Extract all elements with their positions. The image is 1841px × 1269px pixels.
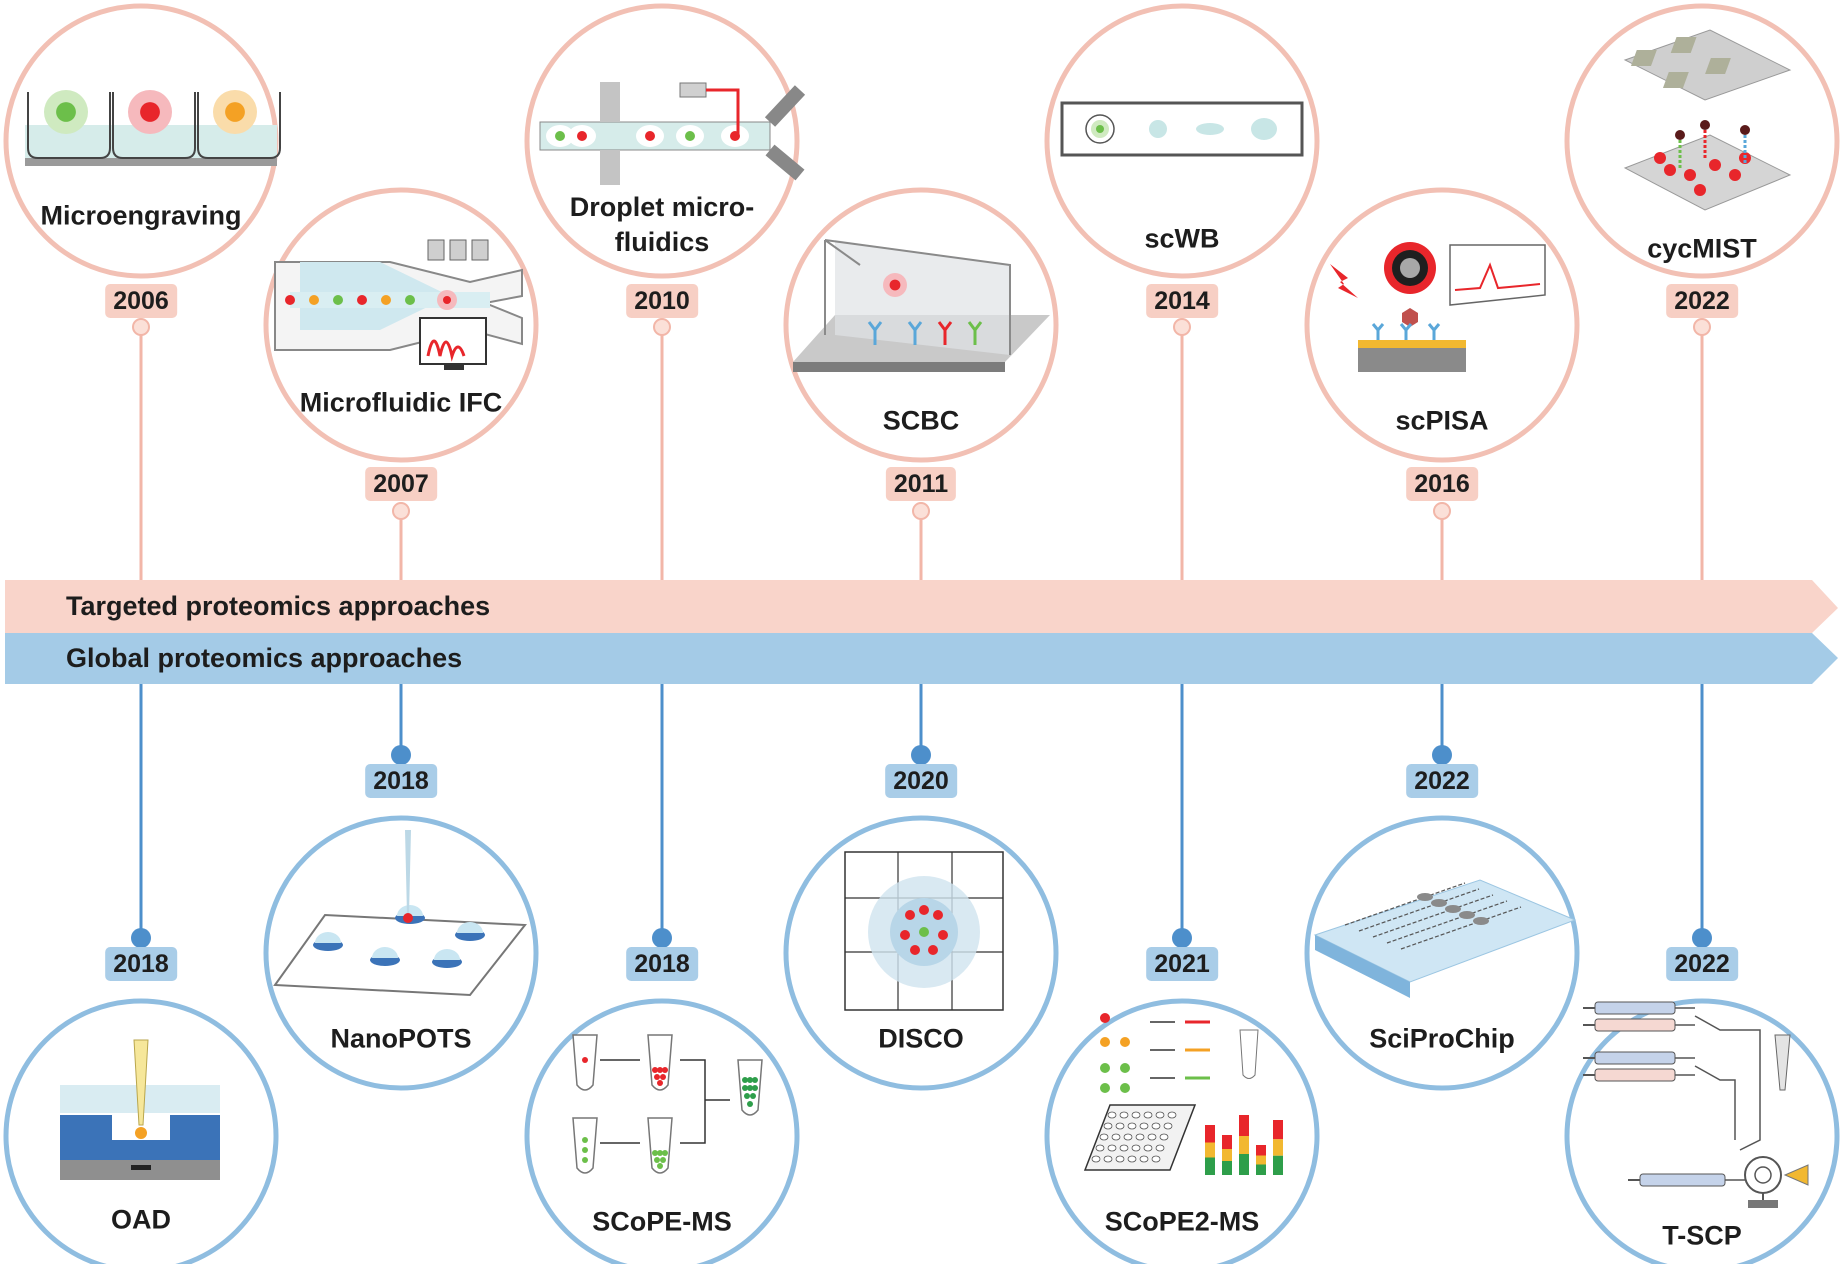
syringe-pump-icon bbox=[1583, 1001, 1809, 1208]
year-badge-scbc: 2011 bbox=[885, 467, 957, 501]
year-badge-microengraving: 2006 bbox=[105, 284, 177, 318]
targeted-connector-dot bbox=[392, 502, 410, 520]
targeted-connector-dot bbox=[912, 502, 930, 520]
method-label-sciprochip: SciProChip bbox=[1369, 1023, 1515, 1054]
year-badge-scope2-ms: 2021 bbox=[1146, 947, 1218, 981]
method-label-scpisa: scPISA bbox=[1395, 405, 1489, 436]
method-label-microengraving: Microengraving bbox=[40, 200, 242, 231]
year-badge-microfluidic-ifc: 2007 bbox=[365, 467, 437, 501]
year-badge-sciprochip: 2022 bbox=[1406, 764, 1478, 798]
global-connector-dot bbox=[911, 745, 931, 765]
cell-core bbox=[889, 279, 901, 291]
global-connector-dot bbox=[391, 745, 411, 765]
global-connector-dot bbox=[652, 928, 672, 948]
cell-core bbox=[225, 102, 245, 122]
year-badge-t-scp: 2022 bbox=[1666, 947, 1738, 981]
year-badge-scwb: 2014 bbox=[1146, 284, 1218, 318]
year-badge-scpisa: 2016 bbox=[1406, 467, 1478, 501]
year-badge-oad: 2018 bbox=[105, 947, 177, 981]
year-badge-disco: 2020 bbox=[885, 764, 957, 798]
year-badge-cycmist: 2022 bbox=[1666, 284, 1738, 318]
global-connector-dot bbox=[1432, 745, 1452, 765]
global-band-label: Global proteomics approaches bbox=[66, 643, 463, 673]
year-badge-droplet-microfluidics: 2010 bbox=[626, 284, 698, 318]
microfluidic-chip-icon bbox=[1313, 879, 1577, 998]
targeted-connector-dot bbox=[1433, 502, 1451, 520]
method-label-droplet-microfluidics: Droplet micro- fluidics bbox=[569, 191, 755, 257]
global-connector-dot bbox=[1172, 928, 1192, 948]
method-label-scbc: SCBC bbox=[882, 405, 960, 436]
method-label-t-scp: T-SCP bbox=[1662, 1220, 1742, 1251]
global-connector-dot bbox=[1692, 928, 1712, 948]
method-label-cycmist: cycMIST bbox=[1647, 233, 1757, 264]
method-label-scope-ms: SCoPE-MS bbox=[592, 1206, 732, 1237]
targeted-connector-dot bbox=[1693, 318, 1711, 336]
oil-air-droplet-icon bbox=[60, 1039, 220, 1180]
method-label-nanopots: NanoPOTS bbox=[330, 1023, 472, 1054]
plasmonic-sensor-icon bbox=[1330, 242, 1546, 372]
year-badge-scope-ms: 2018 bbox=[626, 947, 698, 981]
method-label-scwb: scWB bbox=[1144, 223, 1220, 254]
cell-core bbox=[56, 102, 76, 122]
targeted-connector-dot bbox=[1173, 318, 1191, 336]
microwell-icon bbox=[25, 90, 281, 166]
targeted-connector-dot bbox=[132, 318, 150, 336]
flow-cytometry-chip-icon bbox=[274, 239, 523, 370]
targeted-connector-dot bbox=[653, 318, 671, 336]
barcode-chamber-icon bbox=[793, 239, 1050, 372]
global-connector-dot bbox=[131, 928, 151, 948]
western-blot-gel-icon bbox=[1060, 101, 1304, 157]
droplet-channel-icon bbox=[539, 82, 806, 185]
cell-core bbox=[140, 102, 160, 122]
digital-isolation-grid-icon bbox=[844, 851, 1004, 1011]
cyclic-array-icon bbox=[1623, 29, 1792, 211]
method-label-microfluidic-ifc: Microfluidic IFC bbox=[299, 387, 503, 418]
global-band-arrow bbox=[5, 633, 1838, 684]
pooled-tubes-icon bbox=[572, 1034, 763, 1174]
year-badge-nanopots: 2018 bbox=[365, 764, 437, 798]
multiplex-plate-icon bbox=[1083, 1013, 1283, 1175]
nanowell-chip-icon bbox=[273, 830, 527, 997]
method-label-disco: DISCO bbox=[878, 1023, 964, 1054]
targeted-band-label: Targeted proteomics approaches bbox=[66, 591, 491, 621]
method-label-scope2-ms: SCoPE2-MS bbox=[1104, 1206, 1260, 1237]
targeted-band-arrow bbox=[5, 580, 1838, 633]
method-label-oad: OAD bbox=[111, 1204, 171, 1235]
